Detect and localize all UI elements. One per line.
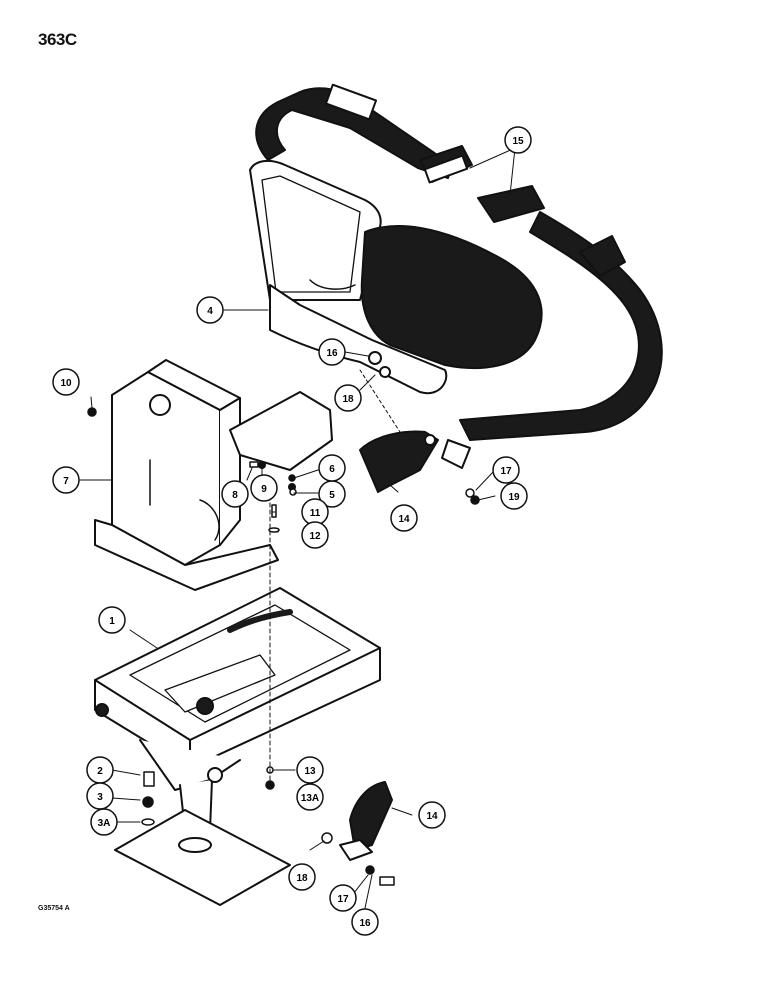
svg-text:17: 17 [337,894,349,905]
callout-14-upper: 14 [390,504,418,532]
callout-3: 3 [86,782,114,810]
callout-7: 7 [52,466,80,494]
svg-text:15: 15 [512,136,524,147]
seat-adapter-bracket [94,359,333,591]
svg-text:16: 16 [326,348,338,359]
svg-text:12: 12 [309,531,321,542]
callout-13: 13 [296,756,324,784]
svg-text:5: 5 [329,490,335,501]
svg-text:16: 16 [359,918,371,929]
svg-text:3: 3 [97,792,103,803]
svg-text:1: 1 [109,616,115,627]
callout-13a: 13A [296,783,324,811]
callout-4: 4 [196,296,224,324]
callout-8: 8 [221,480,249,508]
callout-2: 2 [86,756,114,784]
svg-text:9: 9 [261,484,267,495]
figure-code: G35754 A [38,905,70,912]
svg-text:2: 2 [97,766,103,777]
svg-text:4: 4 [207,306,213,317]
callout-11: 11 [301,498,329,526]
svg-text:13: 13 [304,766,316,777]
callout-16-lower: 16 [351,908,379,936]
callout-9: 9 [250,474,278,502]
seat-assembly [249,159,543,395]
callout-16-upper: 16 [318,338,346,366]
belt-anchor-lower [339,781,393,861]
svg-text:19: 19 [508,492,520,503]
callout-18-upper: 18 [334,384,362,412]
callout-3a: 3A [90,808,118,836]
svg-text:13A: 13A [301,793,319,804]
callout-17-lower: 17 [329,884,357,912]
svg-text:14: 14 [426,811,438,822]
page-number: 363C [38,30,77,49]
callout-14-lower: 14 [418,801,446,829]
svg-text:11: 11 [310,508,321,519]
callout-10: 10 [52,368,80,396]
svg-text:17: 17 [500,466,512,477]
callout-17-upper: 17 [492,456,520,484]
svg-text:6: 6 [329,464,335,475]
svg-text:10: 10 [60,378,72,389]
seat-suspension [94,587,381,906]
callout-18-lower: 18 [288,863,316,891]
svg-text:14: 14 [398,514,410,525]
svg-text:3A: 3A [98,818,111,829]
seat-belt [255,83,663,469]
belt-anchor-upper [359,430,439,493]
callout-15: 15 [504,126,532,154]
svg-text:18: 18 [296,873,308,884]
leader-lines [79,147,516,909]
callout-12: 12 [301,521,329,549]
callout-1: 1 [98,606,126,634]
callout-6: 6 [318,454,346,482]
callout-19: 19 [500,482,528,510]
svg-text:18: 18 [342,394,354,405]
svg-text:7: 7 [63,476,69,487]
svg-text:8: 8 [232,490,238,501]
callout-5: 5 [318,480,346,508]
